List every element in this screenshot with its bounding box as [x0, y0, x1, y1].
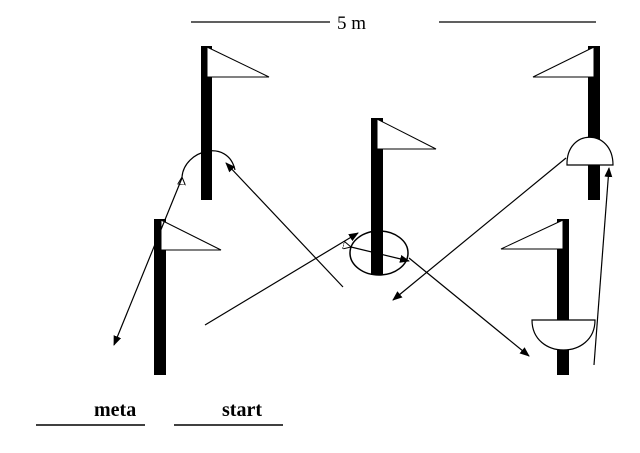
flag-pennant — [532, 46, 595, 78]
arrow-start-to-center — [204, 232, 359, 326]
flag-bottom-left — [154, 219, 222, 375]
flag-pole — [201, 46, 212, 200]
flag-pennant — [376, 118, 437, 150]
turn-chord-center — [351, 247, 409, 261]
flag-top-left — [201, 46, 270, 200]
arrow-top-right-to-center — [392, 157, 567, 301]
flag-center — [371, 118, 437, 275]
turn-dome-top-right — [566, 136, 614, 166]
flag-pole — [371, 118, 383, 275]
arrow-top-left-to-finish — [113, 177, 183, 346]
flag-pennant — [160, 219, 222, 251]
finish-label: meta — [94, 399, 136, 421]
arrow-center-to-top-left — [225, 162, 344, 288]
scale-label: 5 m — [337, 13, 366, 34]
turn-arc-top-left — [182, 150, 236, 177]
turn-bowl-bottom-right — [531, 319, 596, 351]
flag-pole — [154, 219, 166, 375]
arrow-center-to-bottom-right — [408, 257, 530, 357]
scale-bar: 5 m — [191, 13, 596, 34]
arrow-bottom-right-to-top-right — [593, 167, 613, 366]
pole-below-bowl — [557, 351, 569, 375]
start-label: start — [222, 399, 262, 421]
flag-pennant — [206, 46, 270, 78]
flag-pennant — [500, 219, 564, 250]
